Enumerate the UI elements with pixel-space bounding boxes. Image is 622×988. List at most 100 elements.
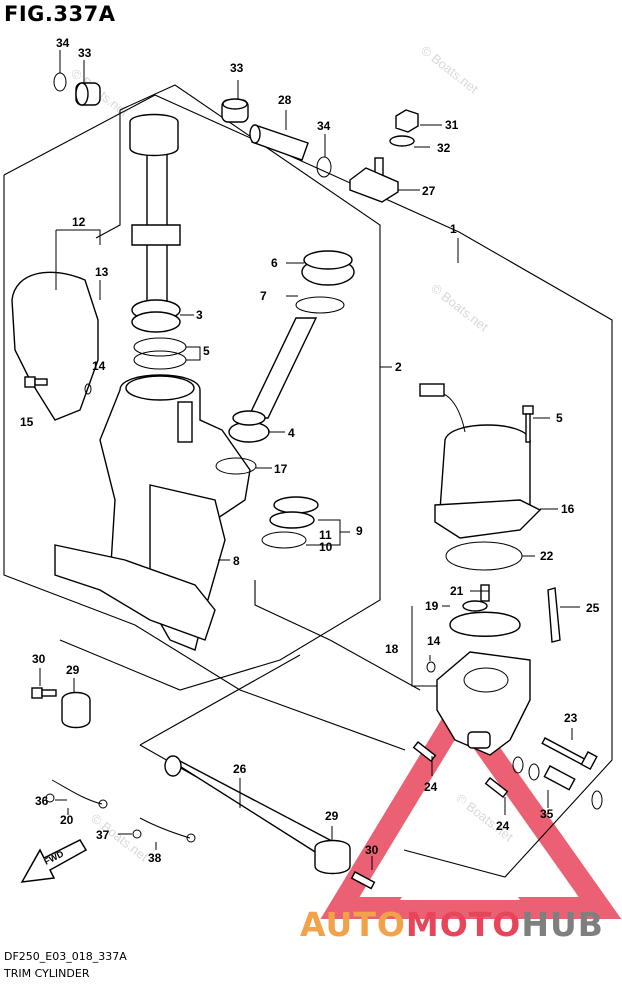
part-bolt-36 bbox=[45, 793, 55, 803]
brand-part-moto: MOTO bbox=[405, 905, 522, 944]
callout-9: 9 bbox=[356, 524, 363, 538]
callout-3: 3 bbox=[196, 308, 203, 322]
part-bolt-37 bbox=[132, 829, 142, 839]
callout-13: 13 bbox=[95, 265, 109, 279]
callout-23: 23 bbox=[564, 711, 578, 725]
part-ground-wire-35 bbox=[51, 779, 108, 809]
callout-32: 32 bbox=[437, 141, 451, 155]
callout-36: 36 bbox=[35, 794, 49, 808]
part-snap-ring-34 bbox=[316, 156, 332, 178]
part-nut-31 bbox=[395, 109, 419, 133]
part-cylinder-bracket-8 bbox=[54, 544, 216, 641]
part-pin-21 bbox=[480, 584, 490, 602]
part-o-ring-14 bbox=[426, 661, 436, 673]
model-code: DF250_E03_018_337A bbox=[4, 950, 127, 963]
callout-7: 7 bbox=[260, 289, 267, 303]
assembly-frame-outer bbox=[3, 94, 156, 176]
assembly-frame-outer bbox=[3, 175, 406, 751]
part-cover-12 bbox=[11, 271, 99, 421]
part-filter-19 bbox=[449, 600, 521, 637]
callout-27: 27 bbox=[422, 184, 436, 198]
leader-lines bbox=[39, 50, 580, 870]
brand-part-auto: AUTO bbox=[300, 905, 406, 944]
part-bushing-29 bbox=[61, 691, 91, 729]
callout-33: 33 bbox=[230, 61, 244, 75]
callout-28: 28 bbox=[278, 93, 292, 107]
callout-30: 30 bbox=[365, 843, 379, 857]
callout-16: 16 bbox=[561, 502, 575, 516]
part-clip-25 bbox=[547, 587, 561, 643]
callout-24: 24 bbox=[496, 819, 510, 833]
callout-11: 11 bbox=[319, 528, 332, 542]
callout-4: 4 bbox=[288, 426, 295, 440]
callout-12: 12 bbox=[72, 215, 86, 229]
callout-15: 15 bbox=[20, 415, 34, 429]
assembly-frame-inner bbox=[254, 580, 421, 691]
part-bushing-29 bbox=[314, 839, 351, 875]
part-pin-26 bbox=[164, 755, 332, 856]
callout-20: 20 bbox=[60, 813, 74, 827]
callout-37: 37 bbox=[96, 828, 110, 842]
callout-8: 8 bbox=[233, 554, 240, 568]
assembly-frame-inner bbox=[95, 110, 121, 239]
callout-38: 38 bbox=[148, 851, 162, 865]
callout-5: 5 bbox=[203, 344, 210, 358]
part-ground-wire-38 bbox=[139, 817, 196, 843]
callout-24: 24 bbox=[424, 780, 438, 794]
callout-14: 14 bbox=[92, 359, 106, 373]
part-stopper-27 bbox=[349, 157, 399, 203]
part-washer-32 bbox=[389, 135, 415, 147]
callout-29: 29 bbox=[66, 663, 80, 677]
part-trim-rod-3 bbox=[129, 113, 181, 333]
part-snap-ring-34 bbox=[53, 72, 67, 92]
callout-14: 14 bbox=[427, 634, 441, 648]
brand-part-hub: HUB bbox=[521, 905, 604, 944]
callout-19: 19 bbox=[425, 599, 439, 613]
watermark-text: © Boats.net bbox=[418, 43, 481, 97]
callout-26: 26 bbox=[233, 762, 247, 776]
part-free-piston-4 bbox=[228, 317, 318, 443]
callout-34: 34 bbox=[56, 36, 70, 50]
part-bolt-30 bbox=[31, 687, 57, 699]
callout-5: 5 bbox=[556, 411, 563, 425]
figure-title: FIG.337A bbox=[4, 2, 116, 26]
brand-wordmark: AUTOMOTOHUB bbox=[300, 905, 604, 944]
part-bolt-24 bbox=[412, 741, 509, 799]
callout-17: 17 bbox=[274, 462, 288, 476]
part-bolt-17 bbox=[522, 405, 534, 443]
part-bushing-33 bbox=[75, 82, 101, 106]
callout-35: 35 bbox=[540, 807, 554, 821]
part-cap-6 bbox=[301, 250, 355, 286]
callout-31: 31 bbox=[445, 118, 459, 132]
part-pump-body-18 bbox=[436, 651, 531, 756]
callout-25: 25 bbox=[586, 601, 600, 615]
assembly-frame-outer bbox=[154, 94, 613, 878]
brand-triangle-icon bbox=[320, 689, 622, 919]
part-bolt-23 bbox=[541, 737, 598, 771]
part-bolt-15 bbox=[24, 376, 48, 388]
assembly-frame-inner bbox=[59, 84, 381, 691]
callout-34: 34 bbox=[317, 119, 331, 133]
callout-21: 21 bbox=[450, 584, 464, 598]
callout-10: 10 bbox=[319, 540, 333, 554]
callout-33: 33 bbox=[78, 46, 92, 60]
part-valve-20 bbox=[512, 756, 603, 810]
part-bushing-33 bbox=[221, 98, 249, 123]
watermark-text: © Boats.net bbox=[428, 281, 491, 335]
callout-6: 6 bbox=[271, 256, 278, 270]
callout-30: 30 bbox=[32, 652, 46, 666]
part-seal-11 bbox=[269, 496, 319, 529]
callout-18: 18 bbox=[385, 642, 399, 656]
part-trim-cylinder-2 bbox=[99, 374, 251, 651]
part-o-ring-5 bbox=[133, 337, 187, 370]
part-o-ring-10 bbox=[261, 531, 307, 549]
callout-2: 2 bbox=[395, 360, 402, 374]
callout-1: 1 bbox=[450, 222, 457, 236]
part-trim-motor-16 bbox=[419, 383, 542, 539]
part-o-ring-22 bbox=[445, 541, 523, 571]
part-o-ring-5 bbox=[215, 457, 257, 475]
assembly-name: TRIM CYLINDER bbox=[4, 967, 90, 980]
